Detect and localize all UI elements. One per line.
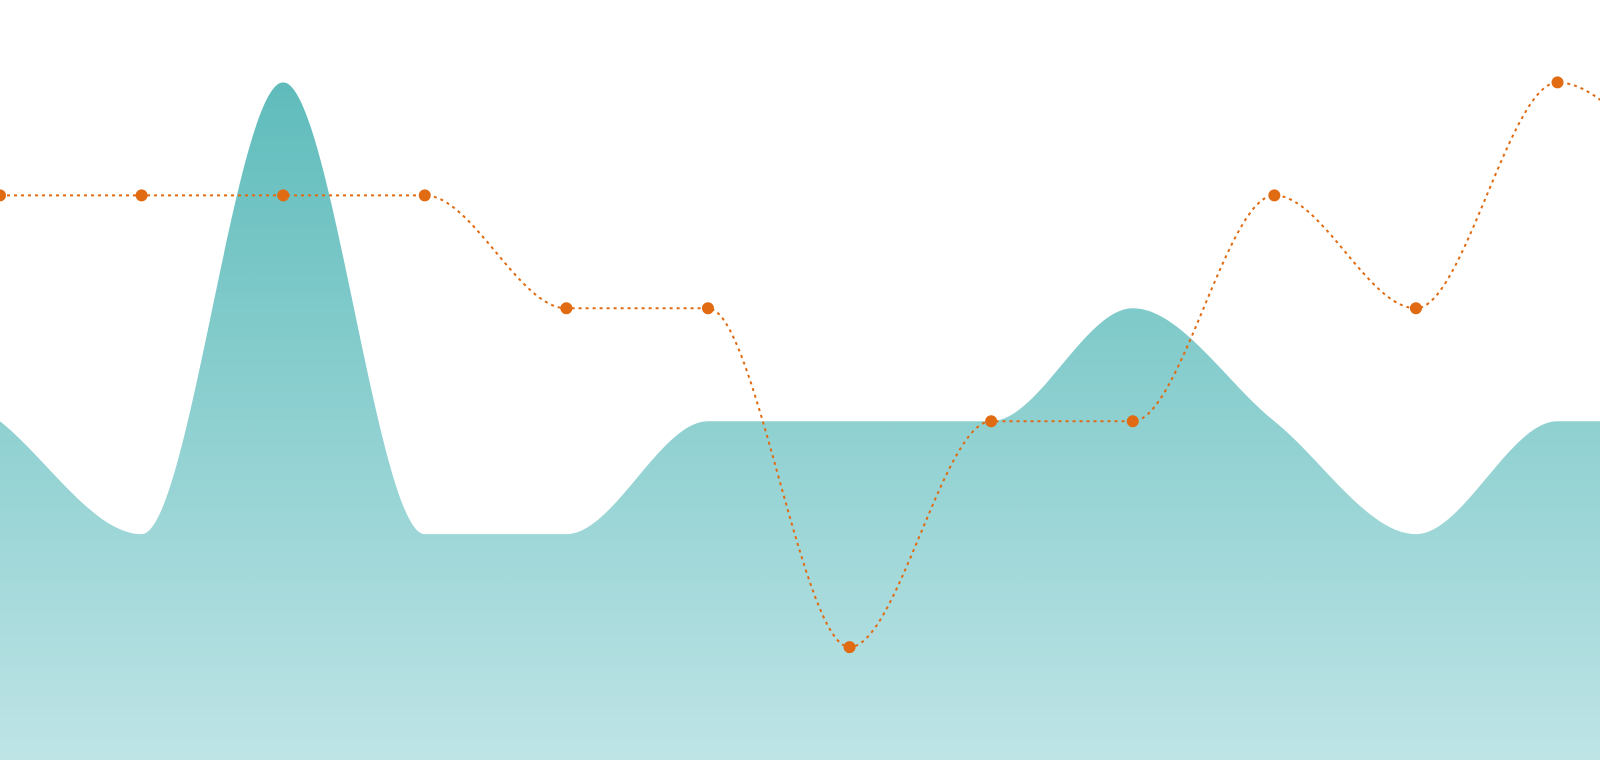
line-point-marker-9 <box>1268 189 1281 202</box>
line-point-marker-10 <box>1409 302 1422 315</box>
area-series-fill <box>0 82 1600 760</box>
line-point-marker-1 <box>135 189 148 202</box>
line-point-marker-5 <box>701 302 714 315</box>
line-point-marker-4 <box>560 302 573 315</box>
line-point-marker-8 <box>1126 415 1139 428</box>
area-series-layer <box>0 82 1600 760</box>
line-markers-layer <box>0 76 1564 654</box>
line-point-marker-3 <box>418 189 431 202</box>
line-point-marker-2 <box>277 189 290 202</box>
line-point-marker-11 <box>1551 76 1564 89</box>
line-point-marker-7 <box>985 415 998 428</box>
line-point-marker-6 <box>843 641 856 654</box>
line-point-marker-0 <box>0 189 6 202</box>
